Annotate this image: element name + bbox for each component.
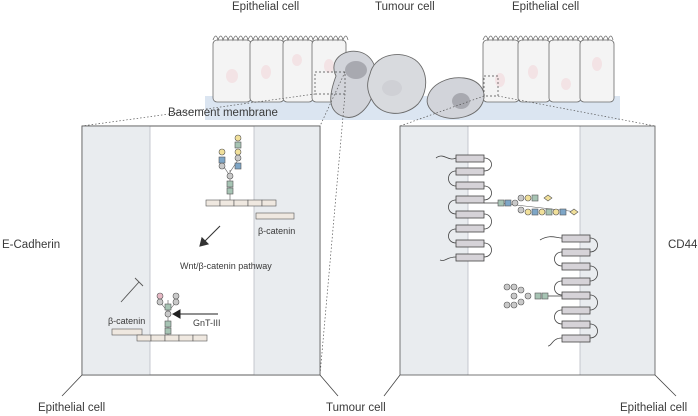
label-gnt3: GnT-III [193,318,221,328]
cd44-upper [435,154,579,262]
right-epithelial-cells [482,35,615,103]
label-beta-catenin-lower: β-catenin [108,316,146,326]
label-tumour-top: Tumour cell [375,1,435,13]
cd44-lower [503,234,598,347]
top-tissue-illustration [205,35,620,120]
zoom-box-left [314,71,346,95]
label-epithelial-top-left: Epithelial cell [232,1,300,13]
label-basement-membrane: Basement membrane [168,107,278,119]
cd44-panel [399,125,656,376]
glycan-icon [218,134,242,200]
e-cadherin-lower [136,334,208,342]
bottom-perspective-lines [61,374,677,397]
label-epithelial-top-right: Epithelial cell [512,1,580,13]
gnt3-arrow-icon [171,309,218,319]
label-epithelial-bottom-right: Epithelial cell [620,402,688,414]
beta-catenin-lower-bar [111,328,143,336]
zoom-guide-lines [81,71,656,376]
label-epithelial-bottom-left: Epithelial cell [38,402,106,414]
label-beta-catenin-upper: β-catenin [258,226,296,236]
zoom-box-right [483,75,499,97]
left-panel-shade-right [254,126,320,375]
label-e-cadherin: E-Cadherin [2,239,61,251]
e-cadherin-panel [81,125,321,376]
left-epithelial-nuclei [226,54,334,83]
label-cd44: CD44 [668,239,698,251]
right-epithelial-nuclei [495,57,602,90]
beta-catenin-upper-bar [255,212,295,220]
e-cadherin-upper [205,199,277,207]
glycan-bisected-icon [156,292,180,335]
tumour-cells [330,50,485,119]
right-panel-shade-left [400,126,468,375]
label-tumour-bottom: Tumour cell [326,402,386,414]
label-wnt-pathway: Wnt/β-catenin pathway [180,261,272,271]
arrow-icon [199,225,221,247]
inhibition-icon [120,277,144,303]
right-panel-shade-right [580,126,655,375]
